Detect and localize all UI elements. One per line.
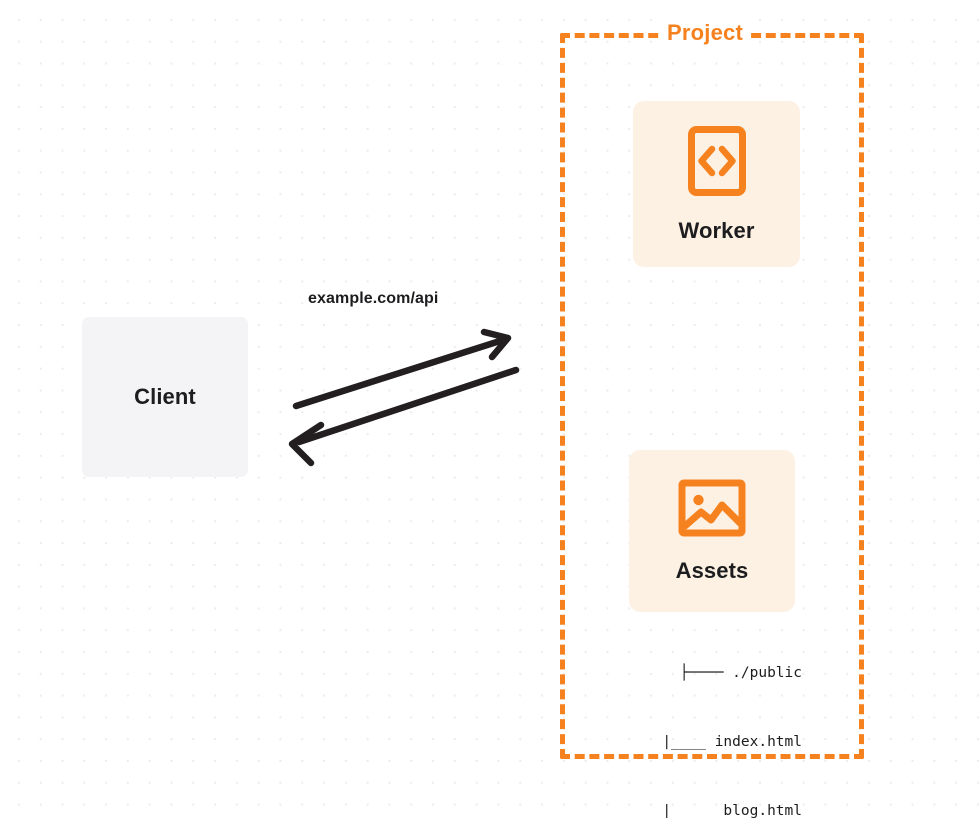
- code-brackets-icon: [687, 125, 747, 202]
- project-group-label: Project: [660, 19, 750, 47]
- arrow-response: [288, 366, 520, 467]
- arrow-request: [292, 328, 512, 410]
- assets-card[interactable]: Assets: [629, 450, 795, 612]
- client-node[interactable]: Client: [82, 317, 248, 477]
- image-picture-icon: [678, 479, 746, 542]
- assets-file-tree: ├──── ./public |____ index.html |____ bl…: [600, 616, 802, 818]
- assets-card-label: Assets: [675, 557, 749, 583]
- worker-card[interactable]: Worker: [633, 101, 800, 267]
- client-node-label: Client: [134, 384, 196, 409]
- file-tree-line: |____ blog.html: [636, 803, 802, 818]
- file-tree-line: |____ index.html: [636, 734, 802, 750]
- worker-card-label: Worker: [678, 217, 755, 243]
- edge-label-request: example.com/api: [308, 290, 439, 307]
- file-tree-line: ├──── ./public: [679, 665, 802, 681]
